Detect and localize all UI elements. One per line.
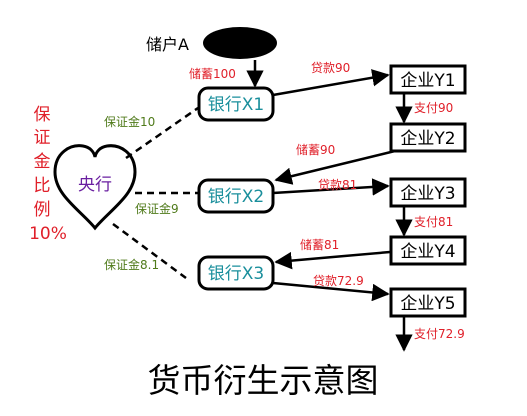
arrow-deposit-2 bbox=[274, 149, 396, 185]
flow-loan-3: 贷款72.9 bbox=[313, 274, 364, 288]
enterprise-y2-label: 企业Y2 bbox=[400, 129, 455, 149]
arrow-loan-2 bbox=[272, 178, 390, 196]
enterprise-y1-box bbox=[389, 64, 467, 95]
central-bank-label: 央行 bbox=[78, 175, 112, 195]
enterprise-y4-label: 企业Y4 bbox=[400, 242, 455, 262]
arrow-loan-3 bbox=[272, 281, 390, 302]
enterprise-y1-label: 企业Y1 bbox=[400, 71, 455, 91]
arrow-deposit-3 bbox=[274, 250, 391, 270]
flow-deposit-2: 储蓄90 bbox=[296, 142, 335, 157]
enterprise-y3-box bbox=[389, 177, 467, 208]
reserve-label-1: 保证金10 bbox=[104, 114, 155, 129]
ratio-char-2: 证 bbox=[34, 128, 51, 148]
bank-x1-box bbox=[197, 86, 275, 122]
arrow-loan-1 bbox=[272, 69, 390, 97]
bank-x1-label: 银行X1 bbox=[208, 95, 264, 115]
flow-pay-3: 支付72.9 bbox=[414, 327, 465, 341]
flow-loan-2: 贷款81 bbox=[318, 178, 357, 192]
flow-pay-1: 支付90 bbox=[414, 101, 453, 115]
flow-deposit-3: 储蓄81 bbox=[300, 237, 339, 252]
enterprise-y3-label: 企业Y3 bbox=[400, 184, 455, 204]
enterprise-y2-box bbox=[389, 122, 467, 153]
depositor-label: 储户A bbox=[146, 35, 189, 54]
ratio-char-1: 保 bbox=[34, 105, 51, 125]
reserve-link-3 bbox=[112, 222, 187, 280]
bank-x2-box bbox=[197, 178, 275, 214]
reserve-label-3: 保证金8.1 bbox=[104, 257, 159, 272]
flow-loan-1: 贷款90 bbox=[311, 61, 350, 75]
flow-pay-2: 支付81 bbox=[414, 215, 453, 229]
bank-x3-box bbox=[197, 255, 275, 291]
ratio-char-3: 金 bbox=[34, 152, 51, 172]
reserve-link-1 bbox=[125, 106, 199, 160]
reserve-label-2: 保证金9 bbox=[135, 201, 179, 216]
diagram-title: 货币衍生示意图 bbox=[148, 361, 379, 400]
central-bank-heart-icon bbox=[53, 144, 137, 231]
ratio-char-4: 比 bbox=[34, 176, 51, 196]
ratio-value: 10% bbox=[29, 224, 67, 244]
enterprise-y5-box bbox=[389, 287, 467, 318]
ratio-char-5: 例 bbox=[34, 200, 51, 220]
depositor-blob bbox=[203, 27, 277, 59]
bank-x3-label: 银行X3 bbox=[208, 264, 264, 284]
enterprise-y5-label: 企业Y5 bbox=[400, 294, 455, 314]
enterprise-y4-box bbox=[389, 235, 467, 266]
flow-deposit-1: 储蓄100 bbox=[189, 66, 236, 81]
bank-x2-label: 银行X2 bbox=[208, 187, 264, 207]
